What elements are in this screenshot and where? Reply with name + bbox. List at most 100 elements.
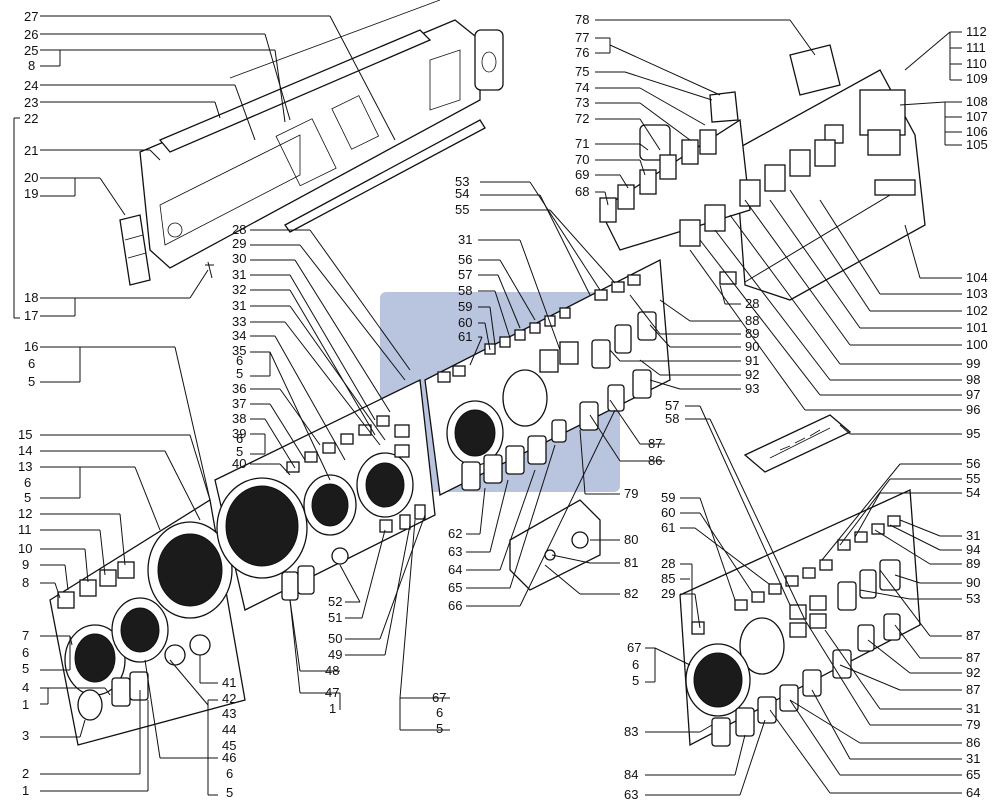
leader-line: [699, 239, 821, 396]
leader-line: [119, 513, 126, 566]
label-47: 47: [325, 685, 339, 700]
label-70: 70: [575, 152, 589, 167]
leader-line: [339, 564, 361, 603]
central-upper-panel: [424, 258, 671, 496]
label-65-b: 65: [966, 767, 980, 782]
leader-line: [509, 444, 556, 589]
leader-line: [274, 335, 346, 461]
label-88: 88: [745, 313, 759, 328]
label-75: 75: [575, 64, 589, 79]
label-87-a: 87: [648, 436, 662, 451]
leader-line: [519, 409, 616, 607]
label-41: 41: [222, 675, 236, 690]
leader-line: [469, 336, 483, 366]
leader-line: [169, 659, 209, 706]
label-49: 49: [328, 647, 342, 662]
label-104: 104: [966, 270, 988, 285]
label-53-a: 53: [455, 174, 469, 189]
label-106: 106: [966, 124, 988, 139]
label-25: 25: [24, 43, 38, 58]
label-18: 18: [24, 290, 38, 305]
leader-line: [699, 497, 736, 601]
leader-line: [497, 274, 521, 329]
leader-line: [589, 414, 621, 462]
label-5-e: 5: [236, 366, 243, 381]
leader-line: [839, 424, 851, 435]
label-79-a: 79: [624, 486, 638, 501]
leader-line: [889, 524, 941, 551]
leader-line: [824, 629, 881, 710]
part-number-labels: 27 26 25 8 24 23 22 21 20 19 18 17 16 6 …: [18, 9, 988, 802]
label-5-h: 5: [632, 673, 639, 688]
label-59-b: 59: [661, 490, 675, 505]
label-6-e: 6: [236, 353, 243, 368]
leader-line: [279, 388, 321, 446]
label-77: 77: [575, 30, 589, 45]
leader-line: [551, 554, 591, 564]
leader-line: [499, 259, 536, 321]
label-31-c: 31: [458, 232, 472, 247]
label-92-b: 92: [966, 665, 980, 680]
leader-line: [134, 466, 161, 531]
label-100: 100: [966, 337, 988, 352]
leader-line: [54, 582, 61, 599]
leader-line: [384, 524, 411, 656]
leader-line: [609, 44, 721, 96]
label-29-b: 29: [661, 586, 675, 601]
label-8: 8: [22, 575, 29, 590]
leader-line: [289, 305, 386, 441]
leader-line: [164, 450, 201, 521]
left-instrument-panel: [49, 498, 246, 746]
label-17: 17: [24, 308, 38, 323]
label-67-b: 67: [627, 640, 641, 655]
leader-line: [529, 181, 601, 291]
leader-line: [654, 647, 691, 666]
label-99: 99: [966, 356, 980, 371]
label-46: 46: [222, 750, 236, 765]
label-28-a: 28: [232, 222, 246, 237]
label-58-a: 58: [458, 283, 472, 298]
label-62: 62: [448, 526, 462, 541]
label-20: 20: [24, 170, 38, 185]
leader-line: [174, 346, 211, 501]
leader-line: [639, 118, 661, 151]
label-4: 4: [22, 680, 29, 695]
leader-line: [729, 214, 841, 365]
leader-line: [899, 101, 946, 106]
label-112: 112: [966, 24, 987, 39]
label-44: 44: [222, 722, 236, 737]
label-87-b: 87: [966, 628, 980, 643]
label-7: 7: [22, 628, 29, 643]
leader-line: [639, 87, 706, 126]
leader-line: [499, 469, 536, 571]
label-87-d: 87: [966, 682, 980, 697]
label-5-d: 5: [226, 785, 233, 800]
leader-line: [309, 229, 411, 371]
leader-line: [289, 274, 376, 421]
label-59-a: 59: [458, 299, 472, 314]
leader-line: [639, 102, 691, 141]
leader-line: [144, 659, 161, 759]
leader-line: [894, 624, 921, 659]
label-105: 105: [966, 137, 988, 152]
label-24: 24: [24, 78, 38, 93]
leader-line: [709, 418, 806, 621]
leader-line: [539, 194, 591, 296]
label-36: 36: [232, 381, 246, 396]
label-90-a: 90: [745, 339, 759, 354]
leader-line: [874, 529, 931, 565]
leader-line: [84, 548, 89, 583]
label-26: 26: [24, 27, 38, 42]
label-91: 91: [745, 353, 759, 368]
label-69: 69: [575, 167, 589, 182]
leader-line: [811, 689, 851, 760]
leader-line: [399, 519, 416, 699]
label-54-b: 54: [966, 485, 980, 500]
leader-line: [734, 734, 746, 776]
label-21: 21: [24, 143, 38, 158]
label-5-f: 5: [236, 444, 243, 459]
label-45: 45: [222, 738, 236, 753]
label-28-c: 28: [661, 556, 675, 571]
middle-instrument-panel: [214, 379, 436, 611]
leader-line: [879, 569, 931, 637]
